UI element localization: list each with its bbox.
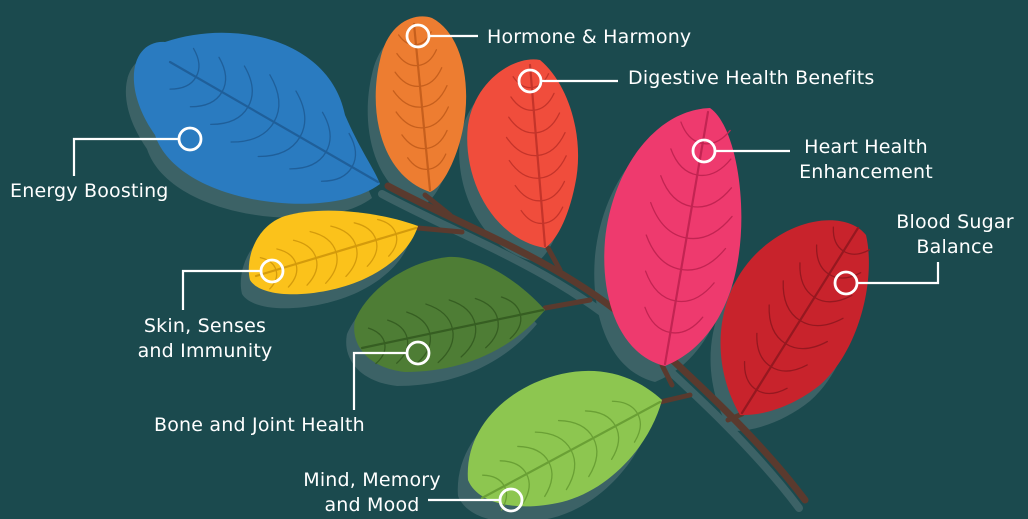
mind-leaf-blade (468, 371, 662, 506)
label-line: and Immunity (125, 339, 285, 364)
label-line: Balance (893, 235, 1017, 260)
label-digestive-health: Digestive Health Benefits (628, 66, 874, 91)
label-line: Skin, Senses (125, 314, 285, 339)
label-line: Mind, Memory (292, 468, 452, 493)
label-hormone-harmony: Hormone & Harmony (487, 25, 691, 50)
label-heart-health: Heart Health Enhancement (796, 135, 936, 185)
label-bone-joint: Bone and Joint Health (154, 413, 365, 438)
label-line: Energy Boosting (10, 179, 169, 204)
label-line: Hormone & Harmony (487, 25, 691, 50)
label-line: Heart Health (796, 135, 936, 160)
blood-leaf (721, 220, 870, 415)
label-line: Blood Sugar (893, 210, 1017, 235)
blood-leaf-blade (721, 220, 869, 415)
label-line: Enhancement (796, 160, 936, 185)
blood-connector-line (858, 262, 938, 283)
label-mind-memory: Mind, Memory and Mood (292, 468, 452, 518)
mind-leaf (468, 371, 662, 510)
label-energy-boosting: Energy Boosting (10, 179, 169, 204)
stem-twig (660, 395, 690, 402)
label-line: Bone and Joint Health (154, 413, 365, 438)
label-line: Digestive Health Benefits (628, 66, 874, 91)
label-line: and Mood (292, 493, 452, 518)
label-skin-senses: Skin, Senses and Immunity (125, 314, 285, 364)
label-blood-sugar: Blood Sugar Balance (893, 210, 1017, 260)
